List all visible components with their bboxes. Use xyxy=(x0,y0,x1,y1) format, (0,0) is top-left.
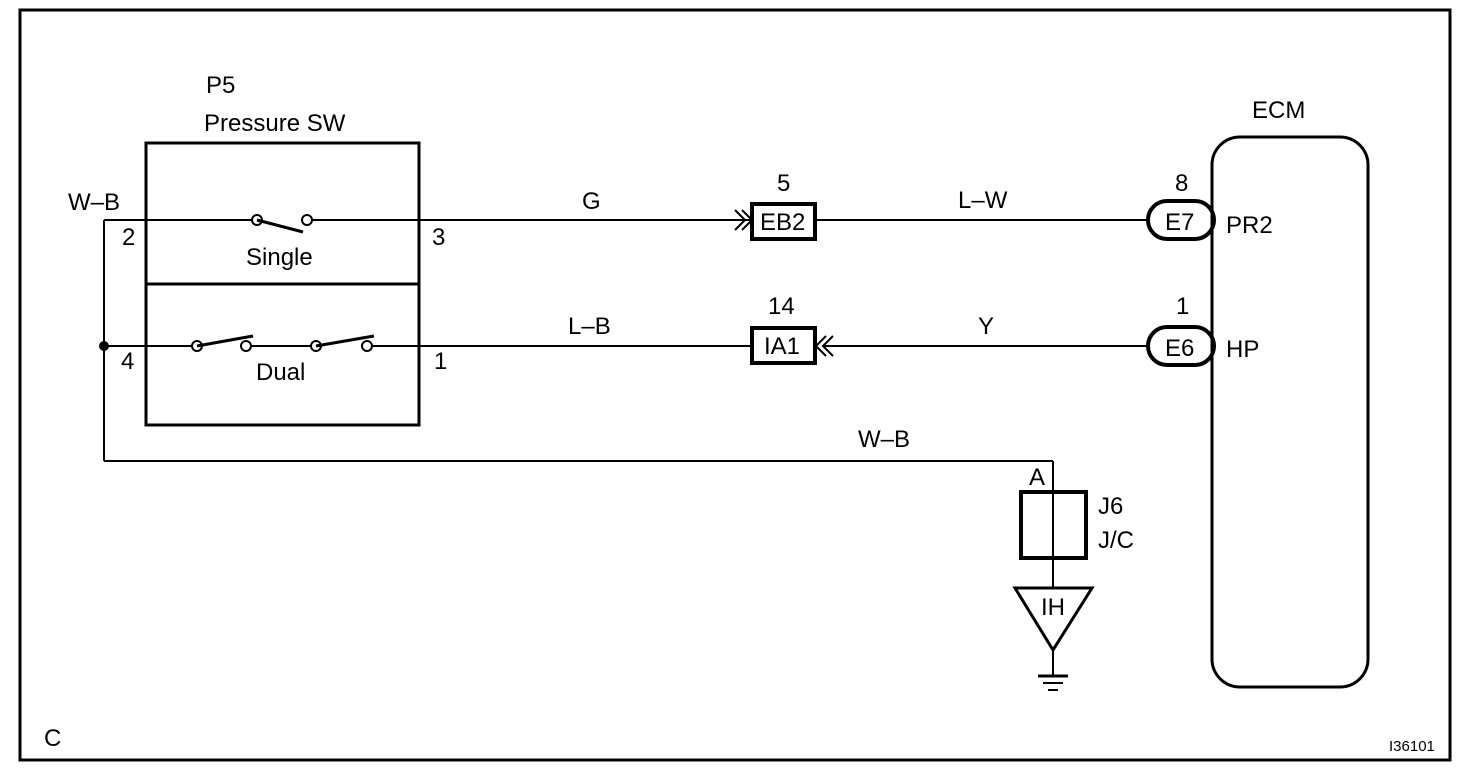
wire-label-g: G xyxy=(582,188,601,215)
junction-j6: A J6 J/C IH xyxy=(1012,461,1134,691)
pressure-switch-dual-box xyxy=(144,282,421,427)
ecm-hp-label: HP xyxy=(1226,336,1259,363)
connector-e6-pin: 1 xyxy=(1176,293,1189,320)
dual-contact-2 xyxy=(240,340,252,352)
connector-e6-label: E6 xyxy=(1165,335,1194,362)
connector-ia1: 14 IA1 xyxy=(750,293,1150,365)
pin-2: 2 xyxy=(122,224,135,251)
connector-ia1-box xyxy=(750,326,817,365)
dual-label: Dual xyxy=(256,359,305,386)
diagram-frame xyxy=(18,8,1452,762)
ground-label: IH xyxy=(1041,594,1065,621)
single-contact-right xyxy=(301,214,313,226)
pressure-switch: P5 Pressure SW Single Dual 2 3 4 1 xyxy=(104,72,752,427)
junction-pin-a: A xyxy=(1029,464,1045,491)
connector-eb2-box xyxy=(750,202,817,241)
pin-4: 4 xyxy=(121,348,134,375)
connector-e7-pin: 8 xyxy=(1175,170,1188,197)
figure-id: I36101 xyxy=(1389,738,1435,755)
ecm: ECM PR2 HP 8 E7 1 E6 xyxy=(1146,97,1370,689)
connector-eb2-label: EB2 xyxy=(760,209,805,236)
junction-ref: J6 xyxy=(1098,493,1123,520)
pin-1: 1 xyxy=(434,348,447,375)
dual-switch-blade-2 xyxy=(315,334,375,348)
dual-contact-4 xyxy=(361,340,373,352)
splice-dot xyxy=(99,341,109,351)
single-label: Single xyxy=(246,244,313,271)
connector-ia1-label: IA1 xyxy=(764,333,800,360)
wire-label-lb: L–B xyxy=(568,313,611,340)
single-switch-blade xyxy=(256,218,304,234)
pressure-switch-ref: P5 xyxy=(206,72,235,99)
wire-label-wb-bottom: W–B xyxy=(858,426,910,453)
connector-e7-label: E7 xyxy=(1165,209,1194,236)
connector-e7-shape xyxy=(1146,199,1216,241)
pressure-switch-name: Pressure SW xyxy=(204,110,346,137)
ecm-name: ECM xyxy=(1252,97,1305,124)
pin-3: 3 xyxy=(432,224,445,251)
wire-label-lw: L–W xyxy=(958,187,1008,214)
connector-ia1-pin: 14 xyxy=(768,293,795,320)
corner-label: C xyxy=(44,725,61,752)
ecm-pr2-label: PR2 xyxy=(1226,212,1273,239)
ground-triangle xyxy=(1012,586,1095,653)
ground-bus: W–B W–B xyxy=(68,189,1053,462)
wire-label-wb-left: W–B xyxy=(68,189,120,216)
junction-name: J/C xyxy=(1098,527,1134,554)
connector-eb2: 5 EB2 xyxy=(734,170,1150,241)
connector-eb2-pin: 5 xyxy=(777,170,790,197)
connector-e6-shape xyxy=(1146,325,1216,367)
ecm-box xyxy=(1210,135,1370,689)
wire-label-y: Y xyxy=(978,313,994,340)
dual-switch-blade-1 xyxy=(196,334,254,348)
